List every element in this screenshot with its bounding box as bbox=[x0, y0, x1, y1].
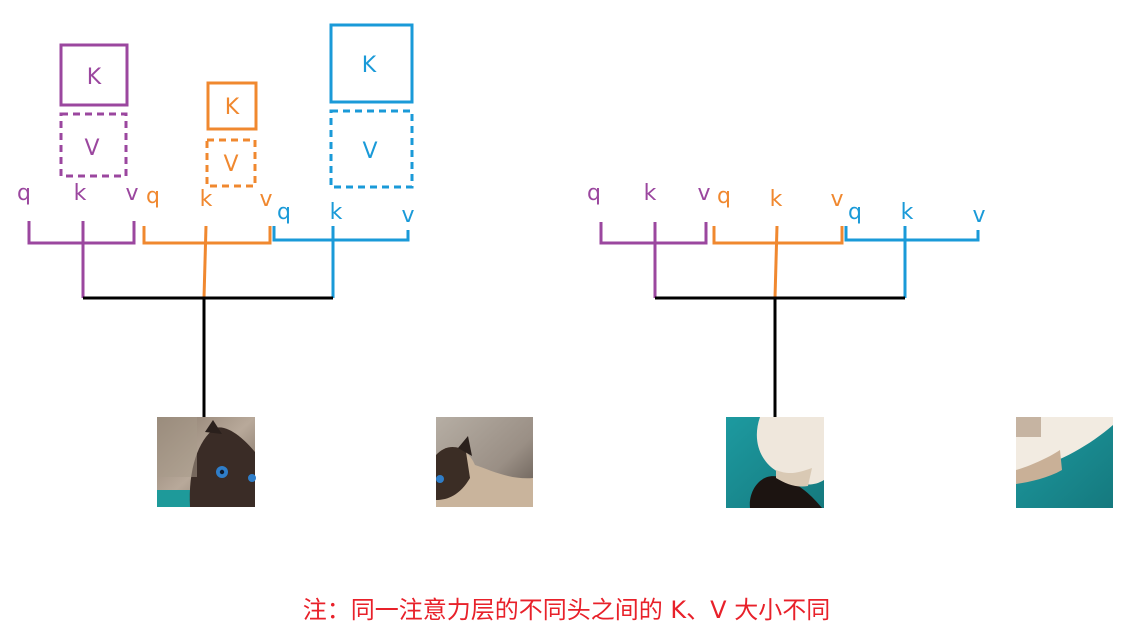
left-head-1 bbox=[27, 43, 136, 298]
left-head-2-v-box bbox=[205, 138, 257, 188]
left-head-2-k-label: K bbox=[225, 95, 240, 120]
left-head-3-q: q bbox=[277, 200, 291, 225]
right-head-1-v: v bbox=[697, 181, 710, 206]
right-head-2-k-stem bbox=[773, 225, 779, 299]
right-head-3-v: v bbox=[972, 203, 985, 228]
left-head-2-v: v bbox=[259, 187, 272, 212]
left-head-1-v: v bbox=[125, 181, 138, 206]
left-head-3-k-label: K bbox=[362, 53, 377, 78]
right-head-1-q: q bbox=[587, 181, 601, 206]
right-head-3-bracket bbox=[844, 226, 980, 242]
left-tree: K V q k v K V q k v K V q k v bbox=[17, 23, 415, 418]
left-head-2-v-label: V bbox=[223, 152, 238, 177]
cat-patch-2 bbox=[436, 417, 533, 507]
cat-patch-1 bbox=[157, 417, 256, 507]
left-head-1-k-box bbox=[59, 43, 129, 107]
right-head-2-q: q bbox=[717, 184, 731, 209]
left-head-3 bbox=[272, 23, 414, 298]
left-head-3-k: k bbox=[330, 200, 343, 225]
left-head-2-q: q bbox=[146, 184, 160, 209]
left-head-1-k-label: K bbox=[87, 65, 102, 90]
left-head-2-k-stem bbox=[202, 225, 208, 299]
right-head-3-q: q bbox=[848, 200, 862, 225]
left-trunk bbox=[83, 296, 333, 418]
right-head-2-k: k bbox=[770, 187, 783, 212]
left-head-3-v-box bbox=[329, 109, 414, 189]
left-head-3-v: v bbox=[401, 203, 414, 228]
left-head-1-k: k bbox=[74, 181, 87, 206]
left-head-2 bbox=[142, 81, 272, 299]
left-head-2-k-box bbox=[206, 81, 258, 131]
left-head-1-v-label: V bbox=[84, 136, 99, 161]
left-head-3-k-box bbox=[329, 23, 414, 104]
cat-patch-3 bbox=[726, 417, 824, 508]
left-head-1-v-box bbox=[59, 112, 128, 178]
cat-patch-4 bbox=[1016, 417, 1113, 508]
right-head-1-k: k bbox=[644, 181, 657, 206]
right-head-2 bbox=[712, 225, 844, 299]
right-head-1 bbox=[599, 222, 708, 298]
right-head-2-v: v bbox=[830, 187, 843, 212]
caption-note: 注：同一注意力层的不同头之间的 K、V 大小不同 bbox=[302, 596, 831, 624]
right-trunk bbox=[655, 296, 905, 418]
right-head-3 bbox=[844, 226, 980, 298]
left-head-3-bracket bbox=[272, 226, 410, 242]
left-head-3-v-label: V bbox=[362, 139, 377, 164]
left-head-2-k: k bbox=[200, 187, 213, 212]
right-head-3-k: k bbox=[901, 200, 914, 225]
left-head-1-q: q bbox=[17, 181, 31, 206]
right-tree: q k v q k v q k v bbox=[587, 181, 986, 418]
